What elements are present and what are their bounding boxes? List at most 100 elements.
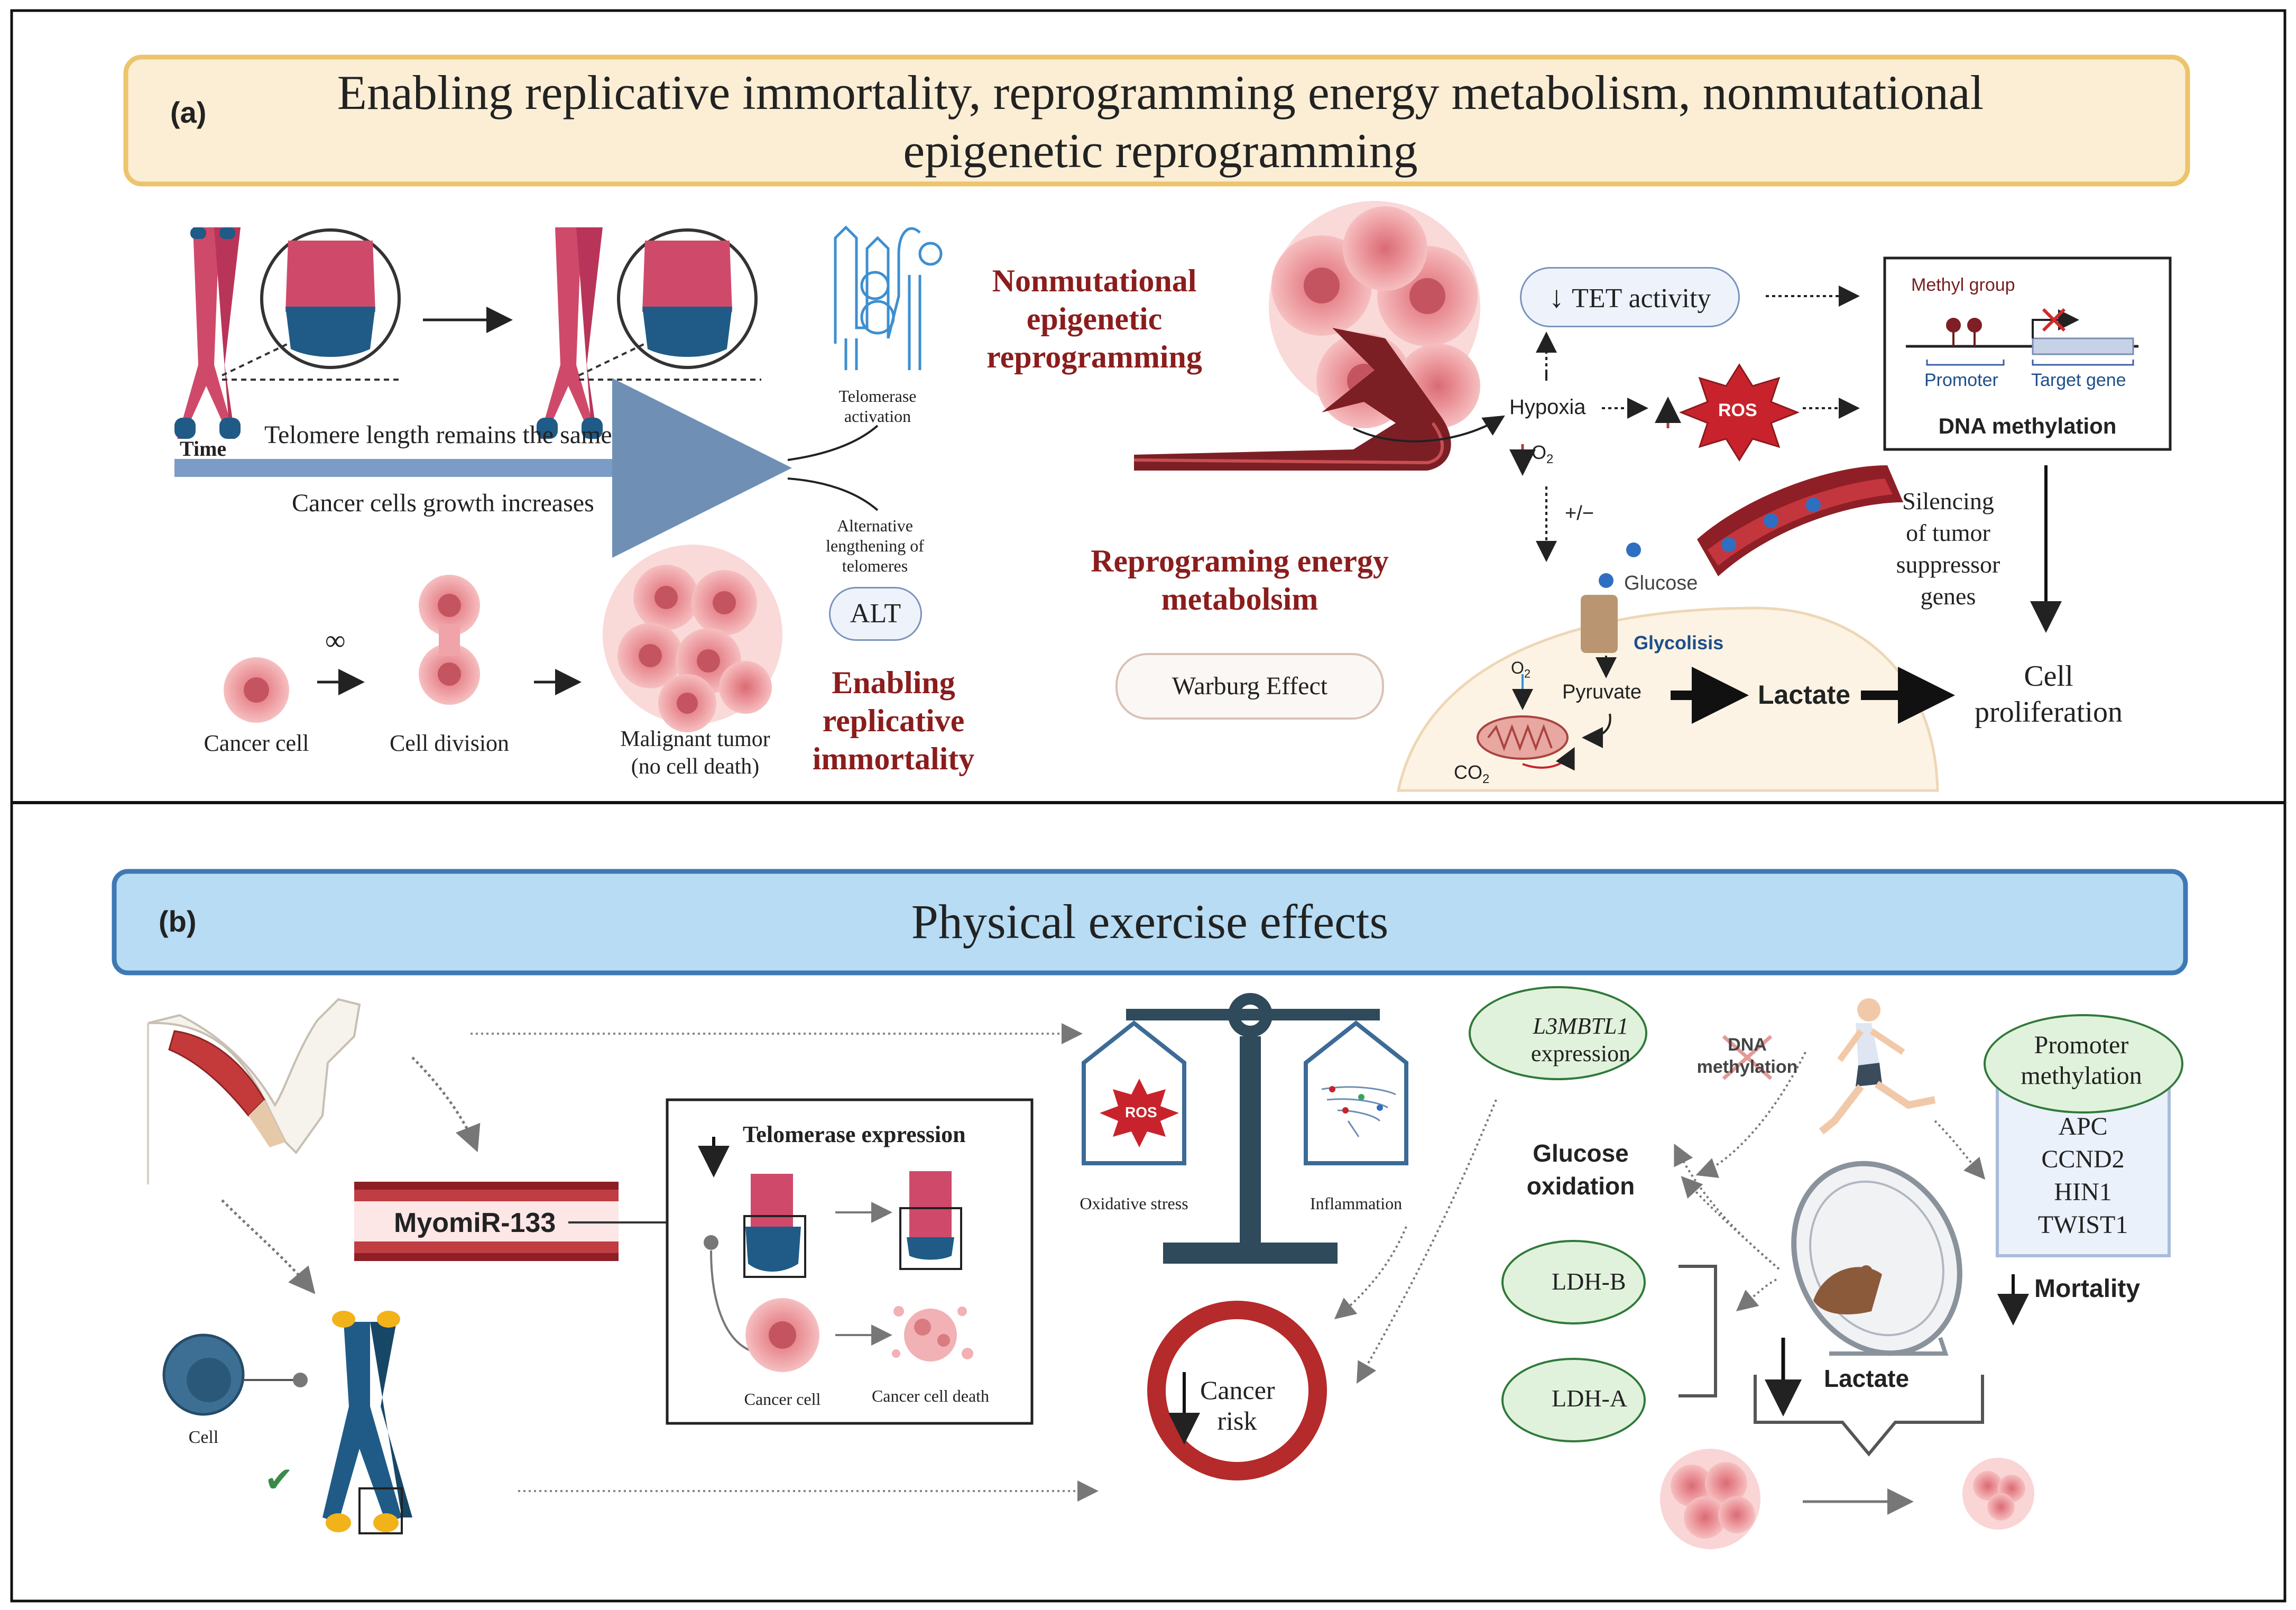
o2-mito-sub: 2 bbox=[1524, 667, 1531, 680]
cancer-cell-b bbox=[745, 1298, 819, 1372]
ldhb-text: LDH-B bbox=[1552, 1268, 1626, 1295]
l3mbtl1-ellipse bbox=[1469, 986, 1647, 1080]
hamster-wheel-icon bbox=[1791, 1161, 1962, 1356]
alt-description-line3: telomeres bbox=[842, 556, 908, 575]
panel-b-title: Physical exercise effects bbox=[911, 895, 1389, 949]
l3mbtl1-gene: L3MBTL1 bbox=[1533, 1013, 1629, 1039]
glycolisis-label: Glycolisis bbox=[1634, 632, 1724, 654]
methyl-group-label: Methyl group bbox=[1911, 275, 2015, 295]
nonmut-line1: Nonmutational bbox=[992, 263, 1197, 298]
glucose-label: Glucose bbox=[1624, 572, 1698, 594]
alt-description-line1: Alternative bbox=[837, 516, 913, 535]
malignant-tumor-line2: (no cell death) bbox=[631, 755, 760, 779]
cell-prolif-line2: proliferation bbox=[1975, 696, 2123, 729]
chromosome-2 bbox=[537, 227, 603, 439]
alt-badge: ALT bbox=[829, 587, 922, 641]
tet-down-arrow: ↓ bbox=[1548, 280, 1572, 314]
o2-label-a-text: O bbox=[1532, 441, 1547, 463]
myomir-label: MyomiR-133 bbox=[394, 1208, 556, 1238]
panel-a-title: Enabling replicative immortality, reprog… bbox=[243, 63, 2078, 180]
promoter-meth-line1: Promoter bbox=[2034, 1031, 2129, 1059]
oxidative-stress-label: Oxidative stress bbox=[1080, 1194, 1188, 1213]
nonmut-line2: epigenetic bbox=[1026, 301, 1163, 336]
nonmutational-epigenetic-heading: Nonmutational epigenetic reprogramming bbox=[962, 262, 1227, 376]
cancer-risk-line2: risk bbox=[1217, 1406, 1257, 1436]
reprog-line1: Reprograming energy bbox=[1091, 544, 1389, 578]
glucose-oxidation-label: Glucose oxidation bbox=[1512, 1137, 1649, 1202]
dna-methyl-b-line2: methylation bbox=[1696, 1057, 1798, 1077]
warburg-text: Warburg Effect bbox=[1172, 672, 1328, 700]
silencing-line2: of tumor bbox=[1906, 519, 1990, 546]
blood-vessel-slice bbox=[1697, 465, 1903, 576]
silencing-line4: genes bbox=[1920, 583, 1976, 610]
runner-icon bbox=[1819, 998, 1936, 1135]
malignant-tumor-line1: Malignant tumor bbox=[620, 727, 770, 751]
cell-icon bbox=[162, 1333, 245, 1416]
telomerase-activation-label: Telomerase activation bbox=[814, 386, 941, 426]
o2-mito-text: O bbox=[1511, 658, 1524, 677]
co2-sub: 2 bbox=[1482, 772, 1490, 787]
alt-badge-text: ALT bbox=[850, 599, 901, 629]
dna-methylation-crossed-label: DNA methylation bbox=[1689, 1034, 1805, 1078]
cell-label-b: Cell bbox=[188, 1428, 219, 1447]
enabling-line2: replicative bbox=[822, 703, 965, 738]
infinity-symbol: ∞ bbox=[325, 624, 346, 656]
target-gene-label: Target gene bbox=[2031, 370, 2126, 390]
time-label: Time bbox=[180, 437, 227, 461]
o2-label-mito: O2 bbox=[1511, 658, 1530, 680]
o2-label-a-sub: 2 bbox=[1546, 452, 1554, 467]
glucose-ox-line2: oxidation bbox=[1526, 1172, 1635, 1200]
telomere-after bbox=[899, 1171, 962, 1270]
lactate-label-a: Lactate bbox=[1758, 680, 1851, 710]
ros-star-a bbox=[1679, 363, 1800, 462]
ros-label-a: ROS bbox=[1718, 400, 1757, 420]
co2-text: CO bbox=[1454, 761, 1482, 783]
enabling-line1: Enabling bbox=[832, 665, 955, 700]
gene-list: APC CCND2 HIN1 TWIST1 bbox=[1998, 1110, 2168, 1241]
cell-division-label: Cell division bbox=[389, 730, 510, 756]
tumor-large bbox=[1660, 1449, 1760, 1549]
malignant-tumor bbox=[603, 545, 782, 732]
cancer-cell-death-icon bbox=[892, 1306, 973, 1361]
dna-methyl-b-line1: DNA bbox=[1728, 1035, 1767, 1055]
checkmark-icon: ✔ bbox=[264, 1461, 294, 1499]
cancer-cell-label-a: Cancer cell bbox=[204, 730, 309, 756]
silencing-tumor-suppressor: Silencing of tumor suppressor genes bbox=[1877, 485, 2020, 612]
telomere-before bbox=[743, 1174, 806, 1278]
cell-prolif-line1: Cell bbox=[2024, 660, 2073, 693]
cancer-cell-label-b: Cancer cell bbox=[744, 1390, 821, 1409]
ldha-ellipse bbox=[1501, 1358, 1646, 1442]
telomerase-expression-box bbox=[666, 1098, 1034, 1425]
pyruvate-label: Pyruvate bbox=[1562, 681, 1642, 703]
telomerase-activation-line1: Telomerase bbox=[838, 387, 917, 406]
tet-activity-badge: ↓ TET activity bbox=[1520, 267, 1740, 327]
o2-label-a: O2 bbox=[1532, 441, 1553, 467]
panel-a-title-line2: epigenetic reprogramming bbox=[903, 124, 1418, 178]
hypoxia-label: Hypoxia bbox=[1509, 395, 1586, 419]
flexed-arm-icon bbox=[147, 998, 361, 1184]
telomerase-rna-icon bbox=[834, 225, 943, 370]
alt-description-line2: lengthening of bbox=[826, 536, 924, 555]
dividing-cell bbox=[419, 575, 480, 705]
promoter-methylation-ellipse bbox=[1984, 1014, 2183, 1114]
telomere-same-text: Telomere length remains the same bbox=[264, 421, 612, 449]
mortality-label: Mortality bbox=[2034, 1275, 2141, 1303]
telomerase-activation-line2: activation bbox=[844, 407, 911, 426]
panel-a-header-box bbox=[123, 54, 2190, 187]
chromosome-b bbox=[322, 1311, 412, 1534]
ldhb-ellipse bbox=[1501, 1240, 1646, 1324]
panel-b-header-box bbox=[112, 869, 2188, 976]
reprog-line2: metabolsim bbox=[1161, 582, 1318, 617]
promoter-meth-line2: methylation bbox=[2021, 1062, 2142, 1090]
silencing-line3: suppressor bbox=[1896, 551, 2000, 578]
nonmut-line3: reprogramming bbox=[986, 339, 1202, 374]
mitochondrion-icon bbox=[1477, 715, 1575, 771]
growth-increases-text: Cancer cells growth increases bbox=[292, 489, 594, 517]
silencing-line1: Silencing bbox=[1902, 487, 1994, 514]
vascularized-tumor bbox=[1133, 201, 1505, 471]
cancer-risk-line1: Cancer bbox=[1200, 1375, 1275, 1405]
glucose-transporter bbox=[1581, 595, 1618, 653]
enabling-replicative-immortality: Enabling replicative immortality bbox=[793, 664, 994, 778]
chromosome-1 bbox=[174, 227, 241, 439]
